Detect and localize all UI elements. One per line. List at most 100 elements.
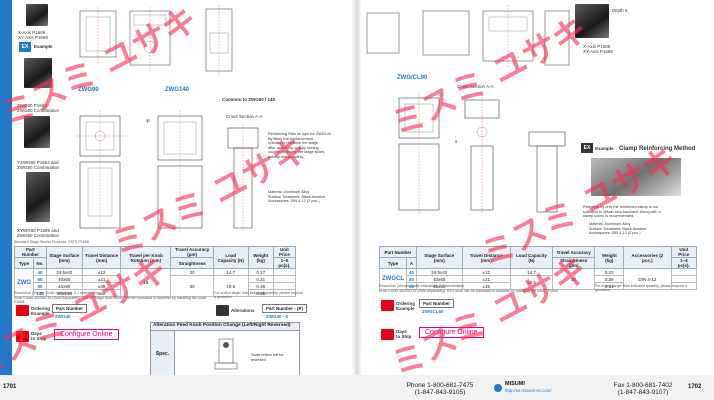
right-th-unit-price: Unit Price	[670, 246, 698, 258]
combo-caption-line: YZWG60 P1663 and	[17, 160, 59, 165]
material-note-line: Surface Treatment: Black Anodize	[268, 194, 326, 199]
cell-weight: 0.17	[247, 268, 274, 276]
right-cell-travel: ±35	[461, 282, 511, 290]
th-travel-accuracy: Travel Accuracy (μm)	[170, 246, 214, 258]
drawing-zwgcl-side-svg	[464, 94, 500, 214]
alteration-spec-note-line: reversed	[251, 357, 266, 362]
product-photo-top	[26, 4, 48, 26]
right-cell-weight: 0.51	[594, 282, 625, 290]
table-row: ZWG 40 24.5x42 ±12 18 20 14.7 0.17	[13, 268, 297, 297]
right-cell-load: 19.6	[509, 275, 553, 290]
cell-surface: 40x90	[45, 282, 83, 290]
cell-travel: ±21	[81, 275, 122, 283]
phone-number: Phone 1-800-681-7475 (1-847-843-9105)	[390, 382, 490, 396]
quotation-note: For orders larger than indicated quantit…	[214, 291, 304, 300]
side-axis-note-line: X-Axis P1665	[18, 30, 46, 35]
right-quotation-note: For orders larger than indicated quantit…	[595, 284, 688, 293]
cell-surface: 24.5x42	[45, 268, 83, 276]
drawing-zwgcl-section-svg	[528, 131, 566, 213]
right-cell-price	[670, 268, 698, 276]
drawing-zwgcl-front	[393, 86, 455, 216]
side-axis-note: X-Axis P1665 XY-Axis P1669	[18, 30, 48, 40]
cell-accuracy: 20	[170, 268, 214, 276]
th-travel-distance: Travel Distance (mm)	[81, 246, 122, 269]
combo-caption-line: ZWG60 Combination	[17, 233, 60, 238]
standard-note: Standard Stage Similar Products: ZSTS P1…	[14, 240, 89, 244]
fax-line: (1-847-843-9107)	[617, 389, 669, 396]
drawing-zwgcl-front-svg	[398, 92, 440, 214]
cell-surface: 40x60	[45, 275, 83, 283]
order-part-value[interactable]: ZWG40	[55, 314, 71, 319]
right-ordering-label: Ordering Example	[396, 301, 415, 311]
combo-caption-1: ZWG60 P1663 ZWG60 Combination	[17, 103, 59, 113]
configure-online-button[interactable]: Configure Online	[54, 329, 119, 340]
right-cell-a[interactable]: 40	[405, 268, 418, 276]
clamp-text-line: clamp screw is recommended.	[583, 214, 635, 219]
right-days-label-line: to Ship	[396, 334, 412, 339]
clamp-method-title: Clamp Reinforcing Method	[619, 146, 696, 152]
footer-right-bar	[357, 375, 714, 400]
right-days-label-line: Days	[396, 329, 407, 334]
right-cell-a[interactable]: 60	[405, 275, 418, 283]
right-material-note-line: Material: Aluminum Alloy	[589, 222, 631, 226]
fax-number: Fax 1-800-681-7402 (1-847-843-9107)	[598, 382, 688, 396]
right-cell-a[interactable]: 90	[405, 282, 418, 290]
cell-travel: ±35	[81, 282, 122, 290]
drawing-label-zwgcl90: ZWG/CL90	[397, 75, 428, 81]
right-order-part-value[interactable]: ZWGCL60	[422, 309, 444, 314]
table-row: ZWGCL 40 24.5x42 ±12 14.7 30 0.22 DIN 4-…	[379, 268, 698, 290]
right-cell-travel: ±12	[461, 268, 511, 276]
cell-no[interactable]: 90	[33, 282, 47, 290]
right-cell-surface: 24.5x42	[416, 268, 463, 276]
alteration-knob-diagram	[211, 335, 241, 373]
reinforce-note-line: Reinforcing Ribs on type for ZWG140	[268, 132, 332, 136]
combo-caption-line: ZWG60 Combination	[17, 108, 60, 113]
page-gutter	[352, 0, 362, 400]
alterations-icon	[216, 305, 229, 316]
right-example-label: Example	[595, 146, 614, 151]
combo-caption-3: XYWG60 P1669 and ZWG60 Combination	[17, 228, 59, 238]
right-configure-online-button[interactable]: Configure Online	[419, 327, 484, 338]
cell-weight: 0.45	[247, 282, 274, 290]
reinforce-note-line: after assembly, and by turning	[268, 145, 319, 150]
right-material-note-line: Accessories: DIN 4-12 (2 pcs.)	[589, 231, 641, 236]
reinforce-note: Reinforcing Ribs on type for ZWG140 By t…	[268, 132, 332, 160]
cell-load: 14.7	[212, 268, 249, 276]
right-th-travel-distance: Travel Distance (mm)	[461, 246, 511, 269]
ordering-label-line: Ordering	[31, 306, 51, 311]
reinforce-note-line: By tilting the reinforcement	[268, 136, 313, 141]
cell-no[interactable]: 40	[33, 268, 47, 276]
cell-no[interactable]: 60	[33, 275, 47, 283]
days-to-ship-icon	[16, 331, 29, 342]
brand-name: MISUMI	[505, 381, 525, 387]
table-row: 90 40x90 ±35 0.51	[380, 282, 698, 290]
right-th-type: Type	[379, 257, 407, 269]
page-number-right: 1702	[688, 384, 702, 390]
right-material-notes: Material: Aluminum Alloy Surface Treatme…	[589, 222, 699, 236]
right-cell-price	[670, 282, 698, 290]
alter-part-value[interactable]: ZWG40 - 5	[266, 314, 289, 319]
example-label: Example	[34, 44, 53, 49]
right-cross-section-label: Cross Section A-A	[457, 84, 494, 89]
combo-photo-3	[26, 172, 50, 222]
combo-caption-line: ZWG60 P1663	[17, 103, 47, 108]
cell-accuracy: 30	[170, 275, 214, 297]
cell-travel: ±60	[81, 289, 122, 297]
order-part-number-label: Part Number	[52, 304, 88, 313]
right-th-travel-accuracy: Travel Accuracy	[551, 246, 596, 258]
drawing-cross-section	[222, 122, 264, 234]
brand-url[interactable]: http://us.misumi-ec.com/	[505, 388, 552, 393]
combo-photo-2	[24, 116, 50, 148]
common-title: Common to ZWG60 / 140	[222, 97, 276, 102]
th-type: Type	[13, 257, 35, 269]
right-footnote-1: Resolution (Vernier Scale Indication): 0…	[379, 284, 465, 288]
drawing-zwg140-svg	[157, 110, 203, 232]
right-footnote-2: Knob Cover 40/ZWG15 (Sold Separately): B…	[379, 289, 558, 293]
right-ex-badge: EX	[581, 143, 593, 153]
cell-travel: ±12	[81, 268, 122, 276]
table-row: 90 40x90 ±35 0.45	[15, 282, 297, 290]
right-th-load-capacity: Load Capacity (N)	[509, 246, 553, 269]
material-note-line: Material: Aluminum Alloy	[268, 190, 310, 194]
th-straightness: Straightness	[170, 257, 214, 269]
th-qty: 1~5 pc(s).	[272, 257, 297, 269]
